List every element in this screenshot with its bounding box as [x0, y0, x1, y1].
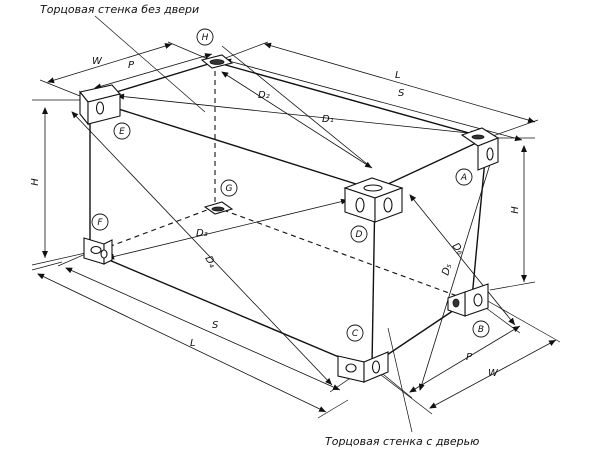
diagonal-d1-leader: [221, 45, 373, 169]
corner-label-d-text: D: [356, 230, 363, 240]
diagonal-d1-line: [221, 71, 373, 169]
corner-label-g: G: [220, 179, 238, 197]
corner-label-h: H: [196, 28, 214, 46]
diagonal-d5-label: D₅: [440, 262, 454, 277]
ext-line-l-bottom-right: [317, 399, 349, 419]
corner-fitting-b: [447, 283, 489, 317]
ext-line-l-bottom-left: [31, 261, 63, 271]
diagonal-d2-line: [117, 93, 479, 137]
corner-label-c: C: [346, 324, 364, 342]
caption-leaders: [94, 15, 413, 433]
dim-label-p-bottom: P: [466, 352, 473, 363]
corner-fitting-g: [203, 201, 234, 215]
corner-label-f-text: F: [97, 218, 103, 228]
dim-label-s-bottom: S: [212, 320, 219, 331]
corner-fitting-c: [337, 351, 389, 383]
diagonal-d1-label: D₁: [322, 114, 334, 125]
edge-bottom-front: [89, 251, 366, 369]
corner-fitting-f: [83, 237, 113, 265]
ext-line-w-bottom-right: [485, 299, 561, 343]
dim-label-s-top: S: [398, 88, 405, 99]
ext-line-h-left-bottom: [31, 251, 91, 266]
corner-fitting-h: [200, 54, 234, 69]
diagonal-d6-line: [409, 194, 516, 326]
corner-label-b-text: B: [478, 325, 484, 335]
dim-label-l-top: L: [395, 70, 401, 81]
dim-line-p-bottom: [409, 325, 521, 393]
diagonal-d5-line: [418, 147, 496, 391]
corner-label-b: B: [472, 320, 490, 338]
dim-label-w-bottom: W: [488, 368, 499, 379]
diagonal-d3-label: D₃: [196, 228, 208, 239]
caption-bottom-wall: Торцовая стенка с дверью: [325, 435, 479, 448]
dim-line-l-top: [264, 42, 536, 123]
dim-line-s-bottom: [65, 267, 341, 391]
diagonal-d6-label: D₆: [450, 241, 466, 257]
dim-line-l-bottom: [37, 273, 327, 413]
dimension-lines: [31, 41, 561, 419]
corner-label-h-text: H: [202, 33, 209, 43]
corner-label-a: A: [455, 168, 473, 186]
dim-line-p-top: [94, 53, 213, 90]
corner-label-a-text: A: [460, 173, 467, 183]
leader-bottom-wall: [387, 327, 413, 433]
diagonal-d4-label: D₄: [202, 254, 217, 270]
corner-fitting-e: [79, 84, 122, 126]
corner-fitting-d: [343, 177, 404, 223]
dim-label-h-left: H: [30, 178, 41, 186]
diagonal-d2-label: D₂: [258, 90, 270, 101]
dim-label-h-right: H: [510, 206, 521, 214]
dim-label-l-bottom: L: [190, 338, 196, 349]
corner-fitting-a: [460, 127, 500, 171]
box-hidden-edges: [94, 62, 469, 301]
caption-top-wall: Торцовая стенка без двери: [40, 3, 199, 16]
dim-line-w-bottom: [429, 339, 557, 409]
corner-label-d: D: [350, 225, 368, 243]
ext-line-w-bottom-left: [371, 367, 433, 415]
dim-label-p-top: P: [128, 60, 135, 71]
leader-top-wall: [94, 15, 206, 113]
corner-label-c-text: C: [352, 329, 359, 339]
ext-line-h-right-bottom: [489, 281, 536, 291]
dim-line-w-top: [47, 43, 173, 84]
box-visible-edges: [89, 61, 488, 369]
corner-label-e-text: E: [119, 127, 125, 137]
dim-line-s-top: [224, 58, 523, 142]
corner-label-f: F: [91, 213, 109, 231]
dim-label-w-top: W: [92, 56, 103, 67]
corner-label-e: E: [113, 122, 131, 140]
corner-label-g-text: G: [226, 184, 233, 194]
hidden-edge-g-b: [214, 206, 469, 301]
